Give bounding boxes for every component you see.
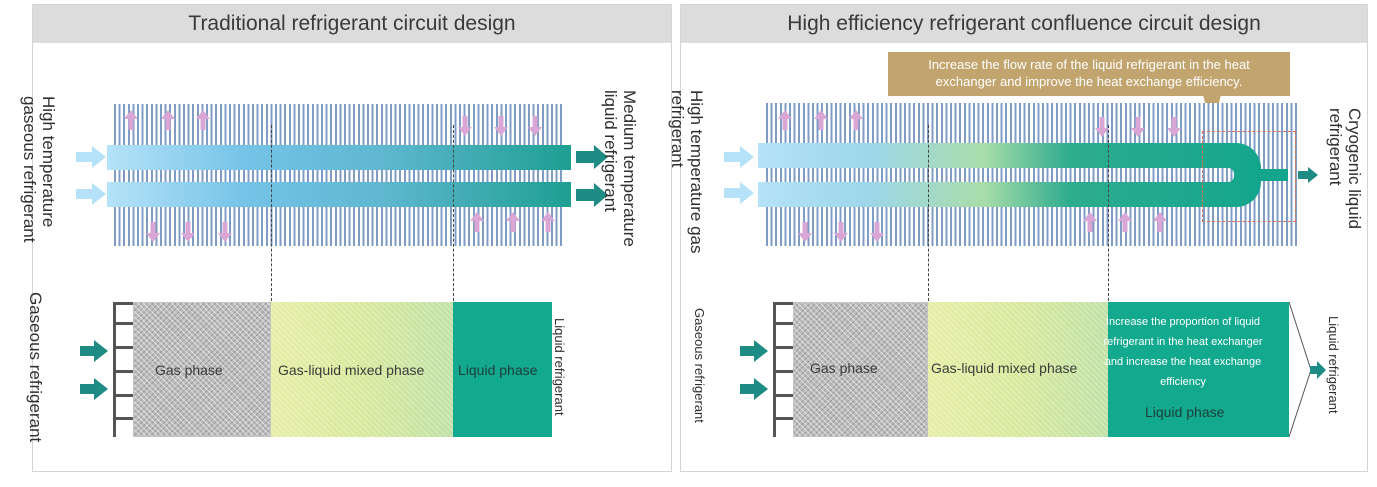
outlet-arrow-icon	[1298, 167, 1318, 183]
bottom-outlet-label: Liquid refrigerant	[552, 318, 567, 416]
inlet-label: High temperature gaseous refrigerant	[20, 96, 58, 243]
flow-arrow-icon	[740, 340, 768, 362]
liquid-phase-region	[453, 302, 552, 437]
flow-arrow-icon	[740, 378, 768, 400]
airflow-down-arrow-icon	[528, 116, 542, 136]
airflow-down-arrow-icon	[870, 222, 884, 242]
refrigerant-tube-upper	[107, 145, 571, 170]
airflow-up-arrow-icon	[541, 212, 555, 232]
liquid-note: Increase the proportion of liquid refrig…	[1103, 316, 1263, 388]
flow-arrow-icon	[80, 340, 108, 362]
gas-phase-label: Gas phase	[155, 362, 223, 378]
airflow-down-arrow-icon	[834, 222, 848, 242]
airflow-up-arrow-icon	[124, 110, 138, 130]
bottom-outlet-label: Liquid refrigerant	[1326, 316, 1341, 414]
liquid-phase-region	[1108, 302, 1289, 437]
liquid-phase-label: Liquid phase	[1145, 404, 1225, 420]
inlet-arrow-icon	[76, 146, 106, 168]
liquid-phase-label: Liquid phase	[458, 362, 538, 378]
airflow-down-arrow-icon	[1167, 117, 1181, 137]
airflow-down-arrow-icon	[218, 222, 232, 242]
outlet-arrow-icon	[576, 145, 608, 169]
airflow-up-arrow-icon	[506, 212, 520, 232]
highlight-box	[1202, 131, 1296, 222]
mixed-phase-label: Gas-liquid mixed phase	[931, 360, 1078, 376]
airflow-up-arrow-icon	[470, 212, 484, 232]
inlet-header	[773, 302, 794, 437]
phase-divider	[1108, 125, 1109, 301]
inlet-label: High temperature gas refrigerant	[668, 90, 706, 254]
gas-phase-label: Gas phase	[810, 360, 878, 376]
airflow-up-arrow-icon	[814, 110, 828, 130]
phase-divider	[271, 125, 272, 301]
phase-divider	[453, 125, 454, 301]
airflow-down-arrow-icon	[494, 116, 508, 136]
airflow-down-arrow-icon	[146, 222, 160, 242]
inlet-arrow-icon	[76, 183, 106, 205]
mixed-phase-region	[928, 302, 1108, 437]
airflow-down-arrow-icon	[1095, 117, 1109, 137]
airflow-up-arrow-icon	[1153, 212, 1167, 232]
flow-rate-callout: Increase the flow rate of the liquid ref…	[888, 52, 1290, 96]
panel-title: Traditional refrigerant circuit design	[33, 5, 671, 43]
outlet-label: Medium temperature liquid refrigerant	[601, 90, 639, 247]
outlet-arrow-icon	[576, 183, 608, 207]
airflow-up-arrow-icon	[196, 110, 210, 130]
outlet-label: Cryogenic liquid refrigerant	[1326, 108, 1364, 229]
airflow-up-arrow-icon	[161, 110, 175, 130]
airflow-down-arrow-icon	[458, 116, 472, 136]
confluence-tube	[758, 143, 1288, 207]
gas-phase-region	[793, 302, 928, 437]
mixed-phase-label: Gas-liquid mixed phase	[278, 362, 425, 378]
flow-arrow-icon	[80, 378, 108, 400]
airflow-down-arrow-icon	[798, 222, 812, 242]
gas-phase-region	[133, 302, 271, 437]
airflow-up-arrow-icon	[778, 110, 792, 130]
airflow-down-arrow-icon	[1131, 117, 1145, 137]
airflow-up-arrow-icon	[1118, 212, 1132, 232]
refrigerant-tube-lower	[107, 182, 571, 207]
inlet-arrow-icon	[724, 146, 754, 168]
bottom-inlet-label: Gaseous refrigerant	[692, 308, 707, 423]
airflow-up-arrow-icon	[1083, 212, 1097, 232]
airflow-down-arrow-icon	[181, 222, 195, 242]
inlet-header	[113, 302, 134, 437]
inlet-arrow-icon	[724, 182, 754, 204]
flow-arrow-icon	[1310, 361, 1326, 379]
bottom-inlet-label: Gaseous refrigerant	[26, 292, 45, 443]
airflow-up-arrow-icon	[849, 110, 863, 130]
mixed-phase-region	[271, 302, 453, 437]
phase-divider	[928, 125, 929, 301]
panel-title: High efficiency refrigerant confluence c…	[681, 5, 1367, 43]
